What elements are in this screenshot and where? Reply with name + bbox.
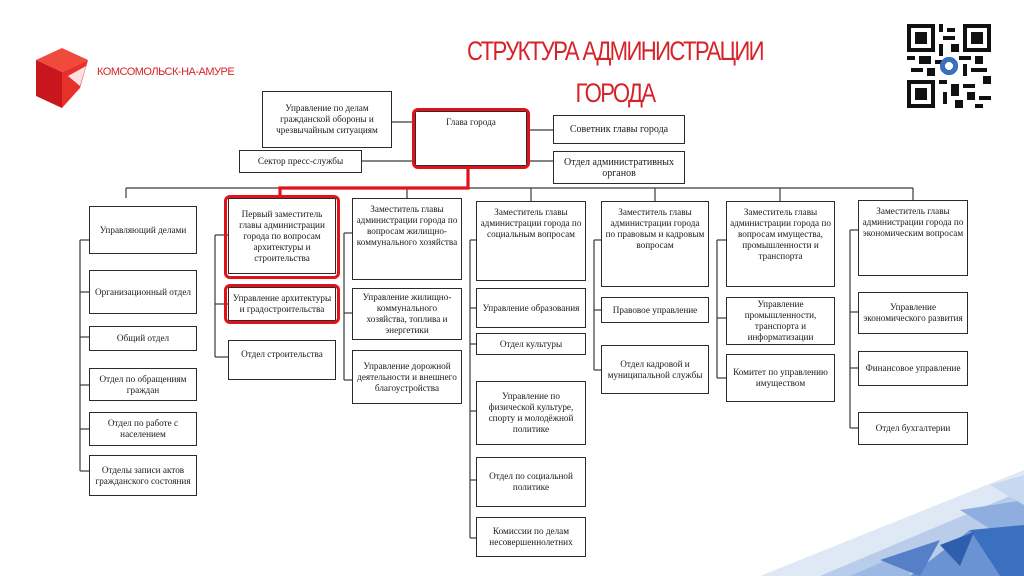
col1-box-3: Общий отдел (89, 326, 197, 351)
col4-box-3: Отдел культуры (476, 333, 586, 355)
box-gochs: Управление по делам гражданской обороны … (262, 91, 392, 148)
page-title-line-2: ГОРОДА (575, 78, 657, 108)
col7-box-1: Заместитель главы администрации города п… (858, 200, 968, 276)
col1-box-4: Отдел по обращениям граждан (89, 368, 197, 401)
page-title: СТРУКТУРА АДМИНИСТРАЦИИ ГОРОДА (443, 30, 787, 114)
highlight-architecture-dept (224, 284, 340, 324)
col5-box-1: Заместитель главы администрации города п… (601, 201, 709, 287)
col3-box-1: Заместитель главы администрации города п… (352, 198, 462, 280)
highlight-head (412, 108, 530, 169)
col5-box-3: Отдел кадровой и муниципальной службы (601, 345, 709, 394)
highlight-first-deputy (224, 195, 340, 279)
city-name: КОМСОМОЛЬСК-НА-АМУРЕ (97, 66, 235, 78)
col3-box-3: Управление дорожной деятельности и внешн… (352, 350, 462, 404)
col7-box-2: Управление экономического развития (858, 292, 968, 334)
col6-box-1: Заместитель главы администрации города п… (726, 201, 835, 287)
col4-box-1: Заместитель главы администрации города п… (476, 201, 586, 281)
page-title-line-1: СТРУКТУРА АДМИНИСТРАЦИИ (467, 36, 765, 66)
col1-box-6: Отделы записи актов гражданского состоян… (89, 455, 197, 496)
col5-box-2: Правовое управление (601, 297, 709, 323)
col1-box-5: Отдел по работе с населением (89, 412, 197, 446)
col4-box-6: Комиссии по делам несовершеннолетних (476, 517, 586, 557)
col7-box-4: Отдел бухгалтерии (858, 412, 968, 445)
col1-box-1: Управляющий делами (89, 206, 197, 254)
box-admin-organs: Отдел административных органов (553, 151, 685, 184)
city-logo-icon (36, 48, 88, 108)
col2-box-2: Управление архитектуры и градостроительс… (228, 287, 336, 321)
box-head: Глава города (415, 111, 527, 166)
decorative-corner-pattern (760, 470, 1024, 576)
col4-box-2: Управление образования (476, 288, 586, 328)
col7-box-3: Финансовое управление (858, 351, 968, 386)
col6-box-2: Управление промышленности, транспорта и … (726, 297, 835, 345)
col2-box-1: Первый заместитель главы администрации г… (228, 198, 336, 274)
qr-code-icon[interactable] (907, 24, 991, 108)
col3-box-2: Управление жилищно-коммунального хозяйст… (352, 288, 462, 340)
box-advisor: Советник главы города (553, 115, 685, 144)
col2-box-3: Отдел строительства (228, 340, 336, 380)
col4-box-4: Управление по физической культуре, спорт… (476, 381, 586, 445)
col4-box-5: Отдел по социальной политике (476, 457, 586, 507)
box-press: Сектор пресс-службы (239, 150, 362, 173)
col1-box-2: Организационный отдел (89, 270, 197, 314)
col6-box-3: Комитет по управлению имуществом (726, 354, 835, 402)
